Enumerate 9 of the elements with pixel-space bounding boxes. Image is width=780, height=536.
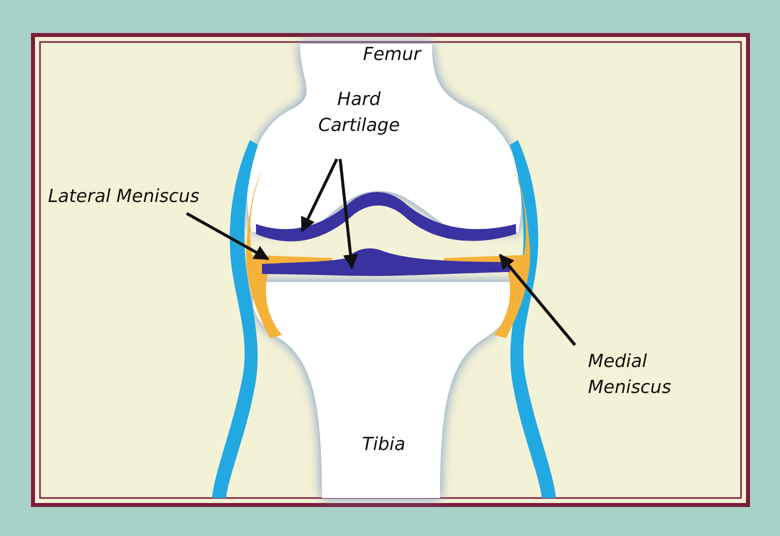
leader-line: [300, 158, 338, 232]
bone-label: Tibia: [362, 433, 406, 457]
leader-line: [186, 212, 270, 260]
part-label: Hard Cartilage: [318, 88, 400, 138]
leader-line: [338, 158, 358, 270]
part-label: Lateral Meniscus: [48, 185, 200, 209]
bone-label: Femur: [363, 43, 421, 67]
leader-line: [498, 254, 576, 346]
part-label: Medial Meniscus: [587, 350, 672, 400]
